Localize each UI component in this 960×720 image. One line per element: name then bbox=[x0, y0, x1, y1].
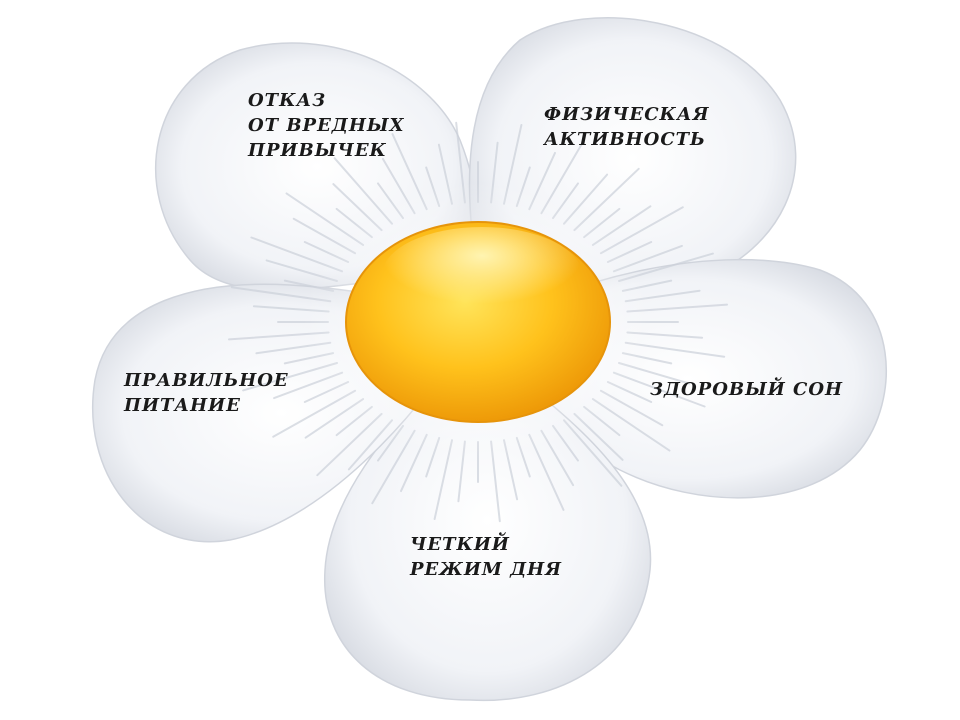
center-highlight bbox=[382, 227, 582, 323]
label-quit-bad-habits: ОТКАЗ ОТ ВРЕДНЫХ ПРИВЫЧЕК bbox=[248, 88, 404, 163]
label-line: РЕЖИМ ДНЯ bbox=[410, 559, 562, 580]
label-line: ЧЕТКИЙ bbox=[410, 534, 510, 555]
label-healthy-sleep: ЗДОРОВЫЙ СОН bbox=[650, 377, 843, 402]
label-line: ФИЗИЧЕСКАЯ bbox=[544, 104, 710, 125]
label-line: ПРИВЫЧЕК bbox=[248, 140, 387, 161]
label-proper-nutrition: ПРАВИЛЬНОЕ ПИТАНИЕ bbox=[124, 368, 289, 418]
label-line: ОТКАЗ bbox=[248, 90, 327, 111]
label-line: ПРАВИЛЬНОЕ bbox=[124, 370, 289, 391]
label-daily-routine: ЧЕТКИЙ РЕЖИМ ДНЯ bbox=[410, 532, 562, 582]
label-line: ПИТАНИЕ bbox=[124, 395, 241, 416]
label-line: АКТИВНОСТЬ bbox=[544, 129, 706, 150]
label-line: ЗДОРОВЫЙ СОН bbox=[650, 379, 844, 400]
label-line: ОТ ВРЕДНЫХ bbox=[248, 115, 405, 136]
label-physical-activity: ФИЗИЧЕСКАЯ АКТИВНОСТЬ bbox=[544, 102, 709, 152]
